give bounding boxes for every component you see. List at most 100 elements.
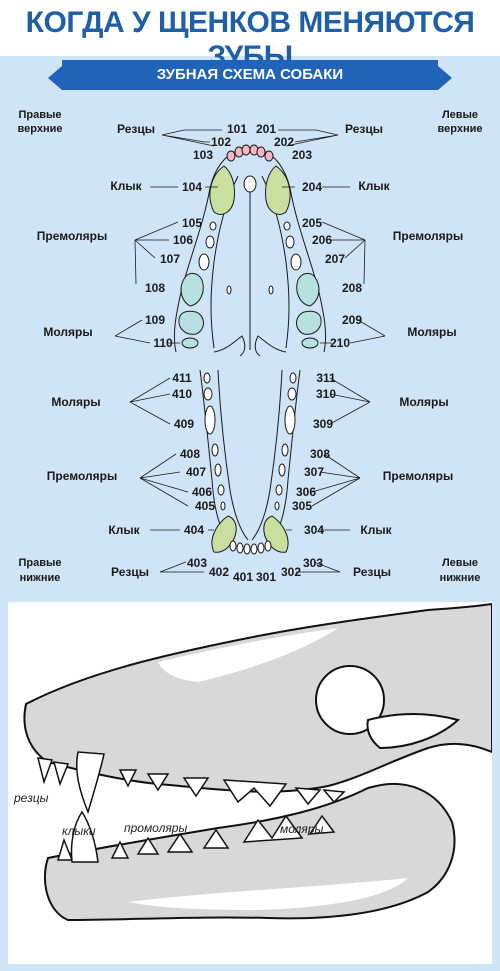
label-molars-lower-left: Моляры [399, 395, 448, 409]
tooth-407 [214, 463, 222, 477]
tooth-107 [198, 253, 210, 271]
quadrant-left-lower-2: нижние [440, 572, 481, 584]
lower-premolar-4 [202, 828, 230, 849]
upper-incisor-2 [52, 761, 70, 787]
num-404: 404 [184, 523, 204, 537]
label-incisors-upper-right: Резцы [117, 122, 155, 136]
incisive-papilla [243, 175, 257, 193]
upper-molar-2 [322, 789, 346, 804]
tooth-408 [211, 443, 219, 457]
tooth-409 [204, 405, 216, 435]
group-labels: Резцы Резцы Клык Клык Премоляры Премоляр… [37, 122, 463, 579]
tooth-104 [209, 165, 235, 215]
skull-labels: резцы клыки промоляры моляры [13, 791, 323, 838]
label-incisors-lower-left: Резцы [353, 565, 391, 579]
num-204: 204 [302, 180, 322, 194]
cheekbone [366, 713, 461, 750]
num-409: 409 [174, 417, 194, 431]
label-canine-upper-right: Клык [110, 179, 142, 193]
label-canine-upper-left: Клык [358, 179, 390, 193]
label-molars-upper-right: Моляры [43, 325, 92, 339]
lower-premolar-2 [136, 836, 160, 855]
skull-label-molars: моляры [280, 822, 323, 836]
skull-teeth [37, 751, 346, 863]
ribbon-right-end [438, 66, 452, 90]
page-title: КОГДА У ЩЕНКОВ МЕНЯЮТСЯ ЗУБЫ [0, 0, 500, 73]
quadrant-left-upper-2: верхние [438, 123, 483, 135]
num-305: 305 [292, 499, 312, 513]
ribbon-body [62, 60, 438, 90]
num-408: 408 [180, 447, 200, 461]
tooth-302 [257, 542, 265, 554]
skull-label-incisors: резцы [13, 791, 49, 805]
num-407: 407 [186, 465, 206, 479]
num-105: 105 [182, 216, 202, 230]
num-304: 304 [304, 523, 324, 537]
quadrant-labels: Правые верхние Левые верхние Правые нижн… [18, 109, 483, 584]
quadrant-left-lower-1: Левые [442, 557, 478, 569]
tooth-401 [243, 543, 251, 555]
num-106: 106 [173, 233, 193, 247]
num-301: 301 [256, 570, 276, 584]
tooth-405 [220, 501, 226, 511]
ribbon-left-end [48, 66, 62, 90]
tooth-307 [278, 463, 286, 477]
num-410: 410 [172, 387, 192, 401]
upper-jaw-outline-left [260, 149, 327, 353]
tooth-101 [241, 144, 251, 156]
upper-incisor-1 [37, 757, 54, 785]
skull-shapes [23, 602, 492, 922]
num-108: 108 [145, 281, 165, 295]
tooth-403 [229, 540, 237, 552]
page-title-text: КОГДА У ЩЕНКОВ МЕНЯЮТСЯ ЗУБЫ [25, 6, 475, 73]
num-405: 405 [195, 499, 215, 513]
num-110: 110 [153, 336, 173, 350]
label-canine-lower-right: Клык [108, 523, 140, 537]
mandible-shadow [128, 878, 408, 910]
quadrant-right-lower-2: нижние [20, 572, 61, 584]
lower-incisor [56, 837, 74, 861]
upper-teeth [178, 144, 322, 349]
num-103: 103 [193, 148, 213, 162]
tooth-406 [217, 484, 225, 496]
tooth-103 [226, 150, 236, 162]
tooth-301 [250, 543, 258, 555]
eye-orbit [315, 665, 385, 735]
tooth-303 [264, 540, 272, 552]
num-306: 306 [296, 485, 316, 499]
num-307: 307 [304, 465, 324, 479]
tooth-204 [265, 165, 291, 215]
lower-molar [308, 814, 336, 835]
label-incisors-lower-right: Резцы [111, 565, 149, 579]
upper-jaw-outline-right [173, 149, 240, 353]
label-canine-lower-left: Клык [360, 523, 392, 537]
palatal-fissure-left [268, 285, 274, 295]
subtitle: ЗУБНАЯ СХЕМА СОБАКИ [156, 66, 344, 83]
label-molars-lower-right: Моляры [51, 395, 100, 409]
num-107: 107 [160, 252, 180, 266]
lower-jaw-inner-left [251, 369, 283, 541]
num-104: 104 [182, 180, 202, 194]
tooth-306 [275, 484, 283, 496]
tooth-207 [290, 253, 302, 271]
tooth-105 [209, 221, 217, 231]
upper-canine [76, 751, 105, 815]
num-205: 205 [302, 216, 322, 230]
tooth-311 [289, 372, 297, 384]
label-premolars-upper-right: Премоляры [37, 229, 107, 243]
lower-premolar-1 [110, 840, 130, 859]
num-303: 303 [303, 556, 323, 570]
num-210: 210 [330, 336, 350, 350]
num-411: 411 [172, 371, 192, 385]
num-101: 101 [227, 122, 247, 136]
tooth-208 [296, 272, 320, 307]
skull-label-canines: клыки [62, 824, 96, 838]
num-309: 309 [313, 417, 333, 431]
lower-carnassial [242, 814, 304, 843]
quadrant-left-upper-1: Левые [442, 109, 478, 121]
tooth-106 [205, 235, 215, 249]
num-401: 401 [233, 570, 253, 584]
label-premolars-upper-left: Премоляры [393, 229, 463, 243]
num-202: 202 [274, 135, 294, 149]
tooth-203 [264, 150, 274, 162]
